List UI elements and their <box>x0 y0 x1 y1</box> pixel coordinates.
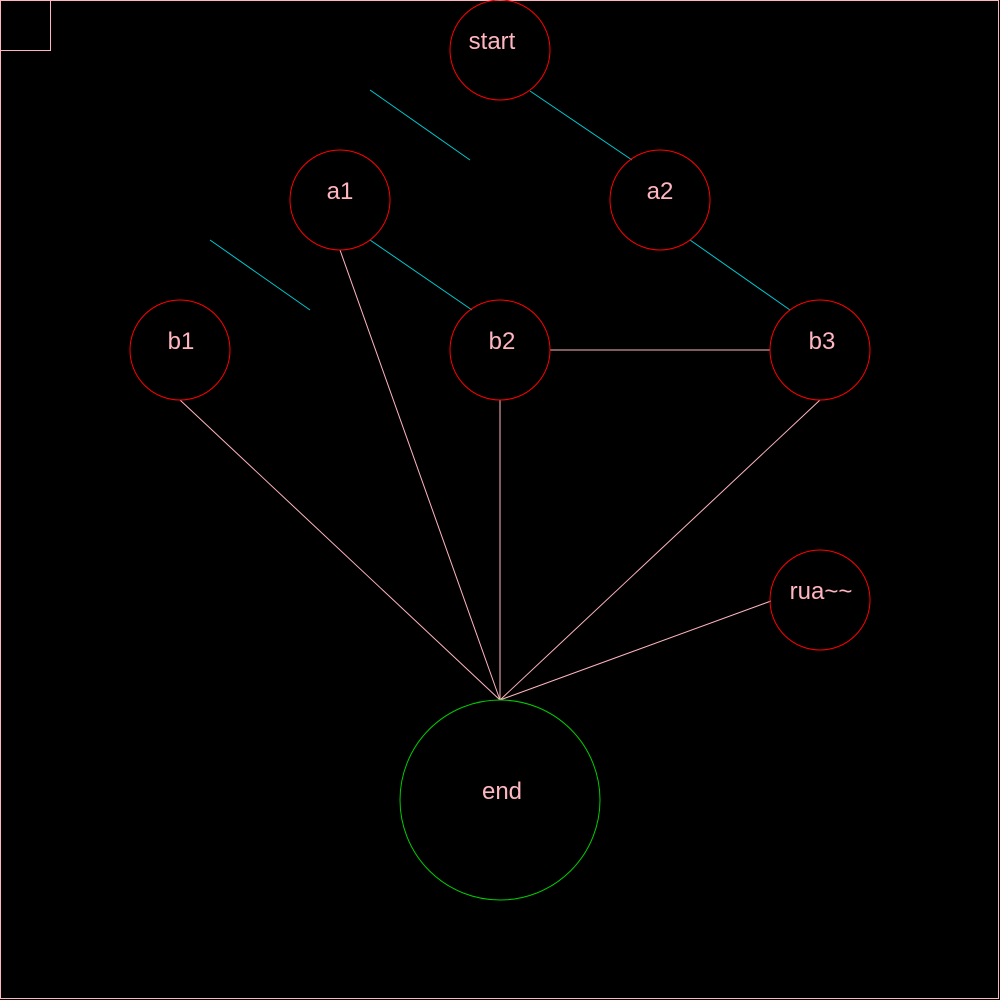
edge-rua-end <box>499 600 772 701</box>
edge-b1-end <box>179 399 501 701</box>
edge-b3-end <box>499 399 821 701</box>
node-a1-circle <box>289 149 391 251</box>
cyan-stroke-1 <box>369 89 471 161</box>
edge-a1-b2 <box>369 239 473 311</box>
edge-a1-end <box>339 249 501 701</box>
node-b3[interactable]: b3 <box>769 299 871 401</box>
node-start-circle <box>449 0 551 101</box>
node-b2[interactable]: b2 <box>449 299 551 401</box>
node-end[interactable]: end <box>399 699 601 901</box>
node-rua[interactable]: rua~~ <box>769 549 871 651</box>
cyan-stroke-2 <box>209 239 311 311</box>
node-b1-label: b1 <box>168 328 195 355</box>
node-b2-circle <box>449 299 551 401</box>
node-a2-circle <box>609 149 711 251</box>
node-rua-circle <box>769 549 871 651</box>
edge-a2-b3 <box>689 239 791 311</box>
node-start-label: start <box>469 28 516 55</box>
node-a2[interactable]: a2 <box>609 149 711 251</box>
node-b3-label: b3 <box>809 328 836 355</box>
node-end-label: end <box>482 778 522 805</box>
node-end-circle <box>399 699 601 901</box>
node-b1[interactable]: b1 <box>129 299 231 401</box>
node-rua-label: rua~~ <box>790 578 853 605</box>
node-start[interactable]: start <box>449 0 551 101</box>
corner-box <box>0 0 51 51</box>
node-a1[interactable]: a1 <box>289 149 391 251</box>
node-a2-label: a2 <box>647 178 674 205</box>
node-a1-label: a1 <box>327 178 354 205</box>
node-b1-circle <box>129 299 231 401</box>
edge-start-a2 <box>529 90 633 161</box>
node-b2-label: b2 <box>489 328 516 355</box>
node-b3-circle <box>769 299 871 401</box>
